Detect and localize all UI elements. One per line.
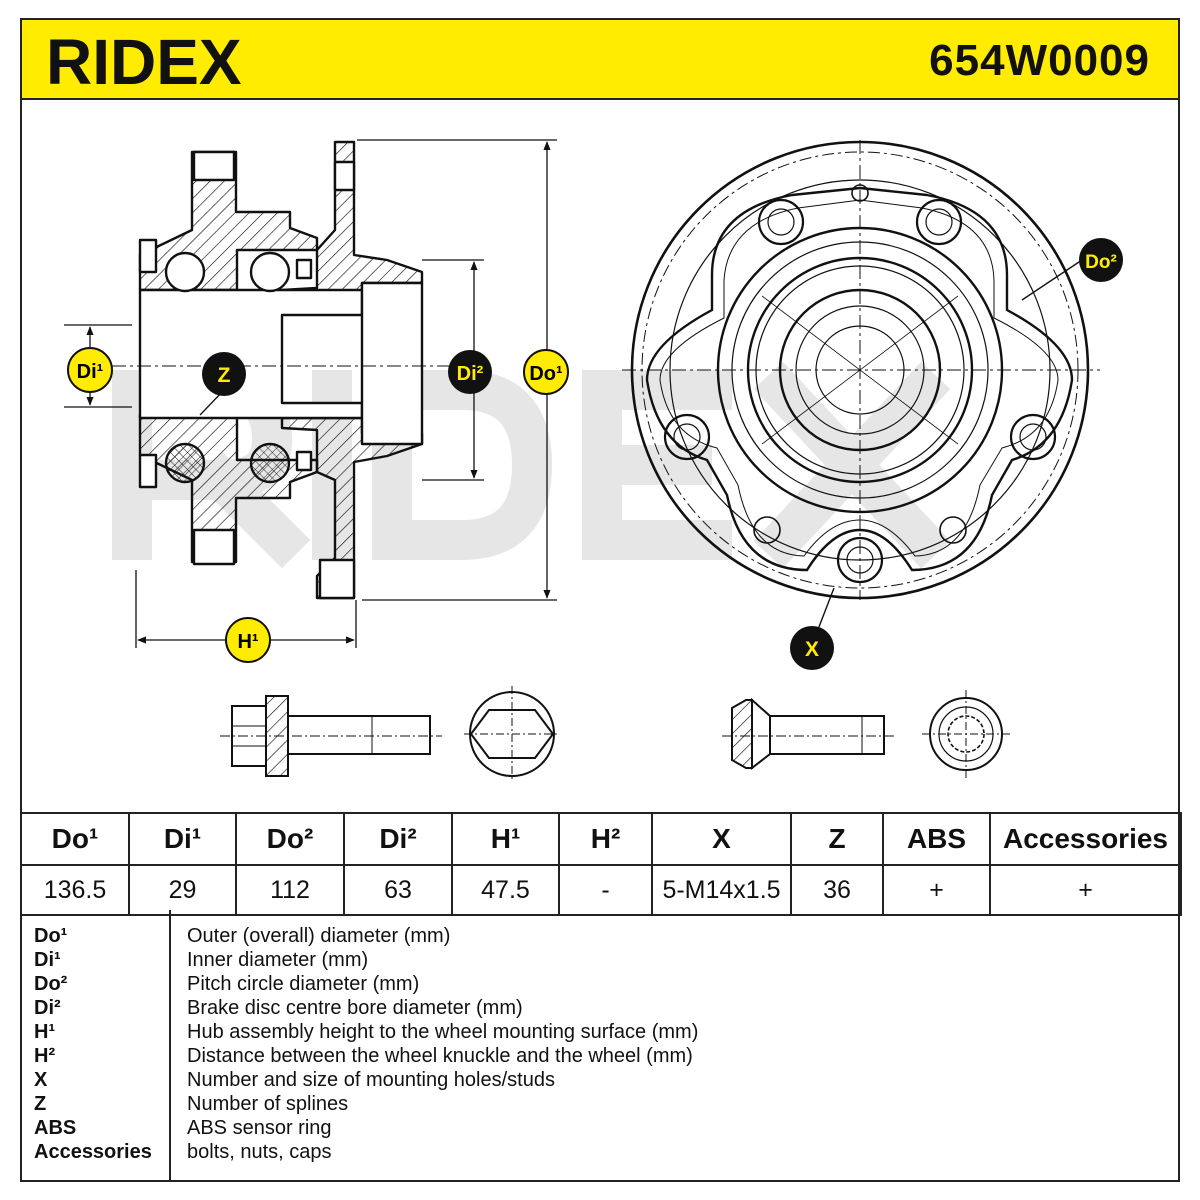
legend-key: ABS bbox=[34, 1117, 77, 1139]
callout-di1: Di¹ bbox=[67, 347, 113, 393]
callout-do2: Do² bbox=[1079, 238, 1123, 282]
hub-section-view bbox=[138, 140, 424, 600]
legend-key: Do² bbox=[34, 973, 68, 995]
spec-value-abs: + bbox=[882, 864, 991, 916]
svg-text:Di¹: Di¹ bbox=[77, 361, 104, 383]
svg-text:Do¹: Do¹ bbox=[529, 363, 563, 385]
spec-header-row: Do¹ Di¹ Do² Di² H¹ H² X Z ABS Accessorie… bbox=[20, 812, 1182, 866]
legend-divider bbox=[169, 910, 171, 1180]
spec-header-accessories: Accessories bbox=[989, 812, 1182, 866]
callout-z: Z bbox=[202, 352, 246, 396]
legend-key: H² bbox=[34, 1045, 56, 1067]
brand-text: RIDEX bbox=[46, 26, 242, 94]
legend-key: H¹ bbox=[34, 1021, 56, 1043]
svg-text:Do²: Do² bbox=[1085, 252, 1117, 273]
legend-key: Z bbox=[34, 1093, 47, 1115]
legend-desc: ABS sensor ring bbox=[187, 1117, 332, 1139]
spec-header-z: Z bbox=[790, 812, 884, 866]
spec-value-do2: 112 bbox=[235, 864, 345, 916]
spec-value-x: 5-M14x1.5 bbox=[651, 864, 792, 916]
legend-key: X bbox=[34, 1069, 48, 1091]
spline-bolt-end-view bbox=[922, 690, 1010, 778]
hex-bolt-side-view bbox=[220, 695, 442, 777]
legend-key: Do¹ bbox=[34, 925, 68, 947]
callout-do1: Do¹ bbox=[523, 349, 569, 395]
spec-table: Do¹ Di¹ Do² Di² H¹ H² X Z ABS Accessorie… bbox=[20, 812, 1182, 916]
spec-header-abs: ABS bbox=[882, 812, 991, 866]
spec-header-do1: Do¹ bbox=[20, 812, 130, 866]
legend-desc: Number and size of mounting holes/studs bbox=[187, 1069, 555, 1091]
legend-desc: Inner diameter (mm) bbox=[187, 949, 369, 971]
ridex-logo: RIDEX bbox=[46, 26, 316, 99]
spec-header-h2: H² bbox=[558, 812, 653, 866]
svg-text:Di²: Di² bbox=[457, 363, 484, 385]
spec-value-di2: 63 bbox=[343, 864, 453, 916]
technical-drawing: Di¹ Z Di² Do¹ H¹ bbox=[64, 139, 1123, 782]
spec-value-do1: 136.5 bbox=[20, 864, 130, 916]
callout-x: X bbox=[790, 626, 834, 670]
callout-h1: H¹ bbox=[225, 617, 271, 663]
legend-desc: Hub assembly height to the wheel mountin… bbox=[187, 1021, 699, 1043]
legend-key: Di² bbox=[34, 997, 61, 1019]
spline-bolt-side-view bbox=[722, 697, 896, 771]
spec-header-x: X bbox=[651, 812, 792, 866]
legend-key: Accessories bbox=[34, 1141, 152, 1163]
hex-bolt-end-view bbox=[464, 686, 560, 782]
legend-desc: bolts, nuts, caps bbox=[187, 1141, 332, 1163]
svg-text:Z: Z bbox=[218, 364, 231, 387]
spec-value-accessories: + bbox=[989, 864, 1182, 916]
legend-panel: Do¹ Outer (overall) diameter (mm) Di¹ Inne… bbox=[20, 910, 1180, 1182]
header-bar: RIDEX 654W0009 bbox=[20, 18, 1180, 100]
legend-desc: Distance between the wheel knuckle and t… bbox=[187, 1045, 693, 1067]
spec-header-di2: Di² bbox=[343, 812, 453, 866]
spec-header-do2: Do² bbox=[235, 812, 345, 866]
legend-desc: Brake disc centre bore diameter (mm) bbox=[187, 997, 523, 1019]
legend-desc: Outer (overall) diameter (mm) bbox=[187, 925, 451, 947]
hub-front-view bbox=[622, 140, 1100, 646]
svg-text:H¹: H¹ bbox=[237, 631, 258, 653]
spec-value-di1: 29 bbox=[128, 864, 237, 916]
callout-di2: Di² bbox=[448, 350, 492, 394]
legend-key: Di¹ bbox=[34, 949, 61, 971]
part-number: 654W0009 bbox=[929, 36, 1150, 85]
spec-header-h1: H¹ bbox=[451, 812, 560, 866]
spec-value-h2: - bbox=[558, 864, 653, 916]
svg-text:X: X bbox=[805, 638, 819, 661]
spec-value-row: 136.5 29 112 63 47.5 - 5-M14x1.5 36 + + bbox=[20, 864, 1182, 916]
spec-value-z: 36 bbox=[790, 864, 884, 916]
spec-value-h1: 47.5 bbox=[451, 864, 560, 916]
legend-desc: Pitch circle diameter (mm) bbox=[187, 973, 420, 995]
spec-header-di1: Di¹ bbox=[128, 812, 237, 866]
legend-desc: Number of splines bbox=[187, 1093, 349, 1115]
